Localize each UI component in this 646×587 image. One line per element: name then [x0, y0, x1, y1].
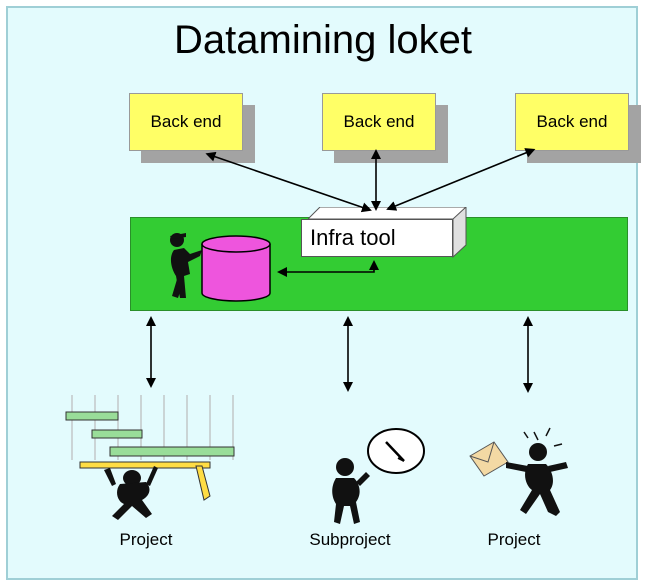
subproject-clock-person-icon [332, 428, 425, 524]
infra-tool-box-side [452, 207, 467, 259]
gantt-chart-icon [65, 395, 235, 520]
database-icon [201, 235, 271, 302]
arrow-backend-left-infra [205, 151, 372, 213]
person-pushing-icon [170, 233, 202, 298]
diagram-title: Datamining loket [174, 18, 472, 62]
arrow-backend-right-infra [386, 148, 536, 211]
project-label-left: Project [119, 530, 173, 549]
backend-box-center: Back end [322, 93, 436, 151]
infra-tool-label: Infra tool [310, 225, 396, 250]
backend-label: Back end [343, 112, 415, 131]
backend-label: Back end [536, 112, 608, 131]
backend-box-right: Back end [515, 93, 629, 151]
infra-tool-box: Infra tool [301, 219, 453, 257]
backend-box-left: Back end [129, 93, 243, 151]
subproject-label: Subproject [309, 530, 391, 549]
person-with-envelope-icon [469, 427, 568, 516]
backend-label: Back end [150, 112, 222, 131]
arrow-database-infra [277, 260, 379, 277]
project-label-right: Project [487, 530, 541, 549]
